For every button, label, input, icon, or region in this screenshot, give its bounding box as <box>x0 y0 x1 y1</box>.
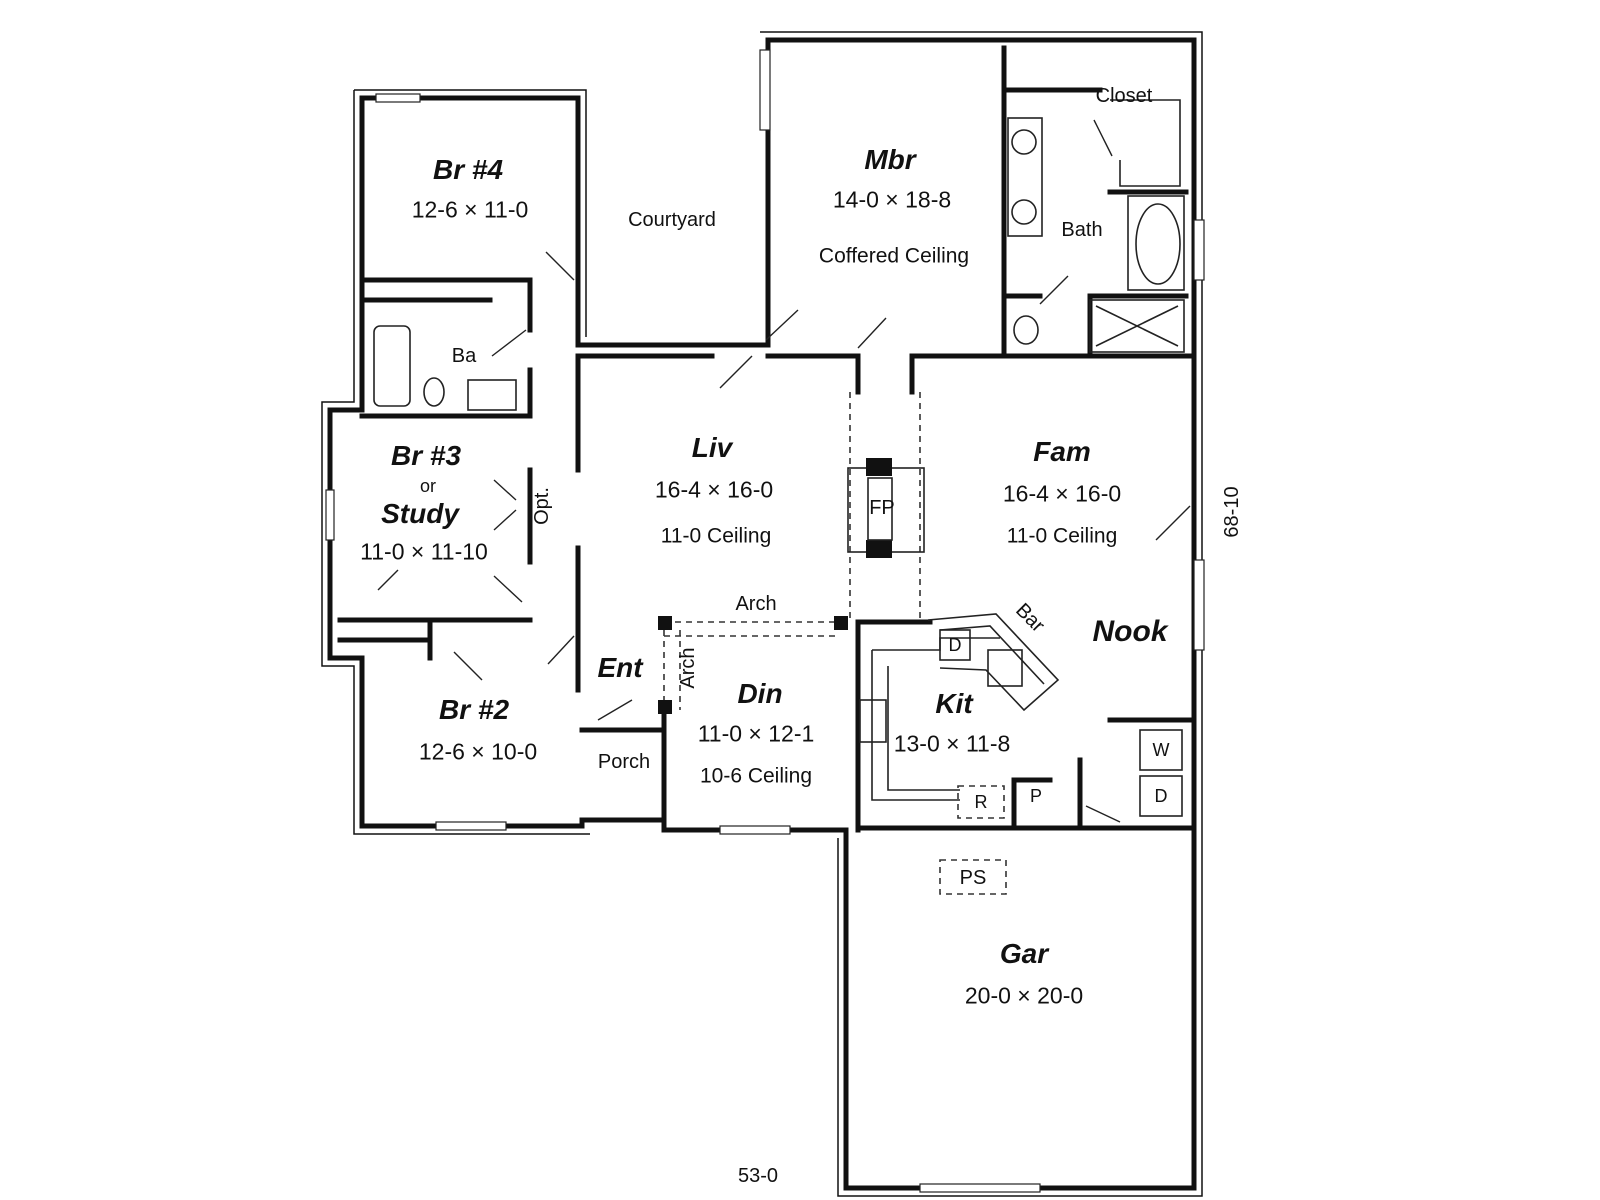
br3-study: Study <box>381 498 459 529</box>
br3-dims: 11-0 × 11-10 <box>360 538 488 565</box>
refrigerator-label: R <box>974 792 988 812</box>
gar-dims: 20-0 × 20-0 <box>964 982 1084 1009</box>
liv-name: Liv <box>691 432 733 463</box>
nook-label: Nook <box>1092 615 1168 648</box>
br2-name: Br #2 <box>438 694 510 725</box>
fam-dims: 16-4 × 16-0 <box>1002 480 1122 507</box>
fp-label: FP <box>869 497 895 519</box>
br3-name: Br #3 <box>390 440 462 471</box>
br2-dims: 12-6 × 10-0 <box>418 738 538 765</box>
arch-top-label: Arch <box>735 593 777 615</box>
bath-fixtures <box>373 99 1185 411</box>
courtyard-label: Courtyard <box>628 209 716 231</box>
kit-dims: 13-0 × 11-8 <box>893 730 1011 757</box>
overall-width: 53-0 <box>737 1165 779 1187</box>
washer-label: W <box>1152 740 1170 760</box>
interior-walls <box>337 45 1197 833</box>
kit-name: Kit <box>935 688 973 719</box>
mbr-name: Mbr <box>864 144 916 175</box>
arch-posts <box>658 616 848 714</box>
overall-depth: 68-10 <box>1221 486 1243 538</box>
dryer-label: D <box>1154 786 1168 806</box>
door-swings <box>377 119 1191 823</box>
mbr-dims: 14-0 × 18-8 <box>832 186 952 213</box>
br3-opt: Opt. <box>531 487 553 525</box>
dashed-elements <box>663 392 1007 895</box>
windows <box>325 49 1205 1193</box>
br4-dims: 12-6 × 11-0 <box>411 196 529 223</box>
fireplace <box>847 458 925 558</box>
din-ceiling: 10-6 Ceiling <box>699 764 813 788</box>
porch-label: Porch <box>597 751 651 773</box>
br4-name: Br #4 <box>432 154 504 185</box>
liv-ceiling: 11-0 Ceiling <box>660 524 772 548</box>
bath-label: Bath <box>1061 219 1103 241</box>
gar-name: Gar <box>999 938 1049 969</box>
din-name: Din <box>737 678 783 709</box>
kitchen-counters <box>859 613 1183 819</box>
dishwasher-label: D <box>948 635 962 655</box>
din-dims: 11-0 × 12-1 <box>697 720 815 747</box>
br3-or: or <box>419 476 437 496</box>
pantry-label: P <box>1029 786 1043 806</box>
fam-name: Fam <box>1033 436 1091 467</box>
liv-dims: 16-4 × 16-0 <box>654 476 774 503</box>
ent-label: Ent <box>597 652 643 683</box>
ps-label: PS <box>959 867 987 889</box>
arch-side-label: Arch <box>677 647 699 689</box>
mbr-ceiling: Coffered Ceiling <box>818 244 970 268</box>
ba-label: Ba <box>451 345 477 367</box>
fam-ceiling: 11-0 Ceiling <box>1006 524 1118 548</box>
closet-label: Closet <box>1095 85 1153 107</box>
